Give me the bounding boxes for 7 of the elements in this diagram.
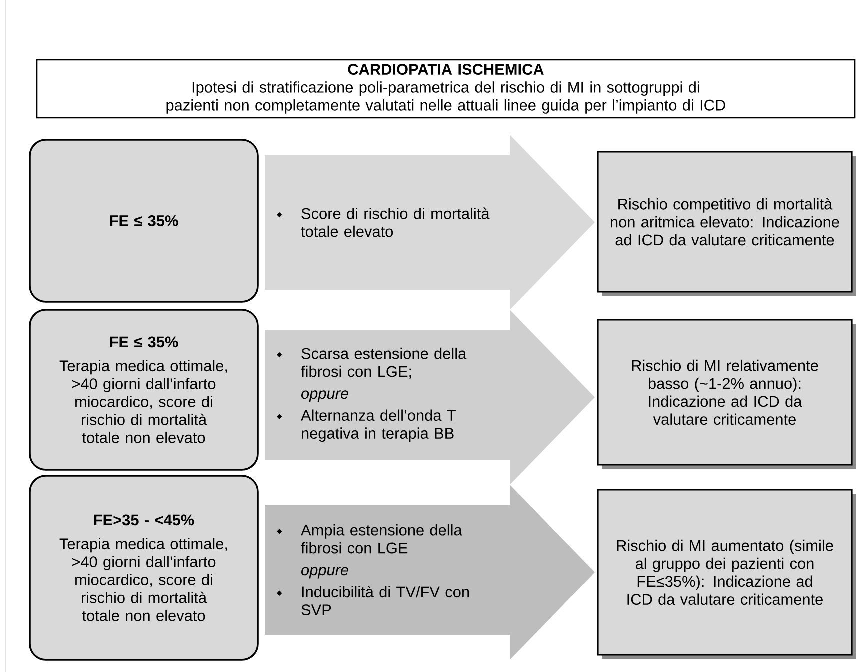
title-box: CARDIOPATIA ISCHEMICA Ipotesi di stratificazione poli-parametrica del rischio di MI in sottogruppi di pazienti non completamente valutati nelle attuali linee guida per l’impianto di ICD (36, 59, 856, 119)
rounded-box: FE>35 - <45% Terapia medica ottimale, >40 giorni dall’infarto miocardico, score di rischio di mortalità totale non elevato (29, 475, 259, 661)
rounded-box: FE ≤ 35% Terapia medica ottimale, >40 giorni dall’infarto miocardico, score di rischio di mortalità totale non elevato (29, 309, 259, 471)
result-box: Rischio di MI aumentato (simile al gruppo dei pazienti con FE≤35%): Indicazione ad ICD da valutare criticamente (597, 489, 856, 659)
result-box: Rischio competitivo di mortalità non aritmica elevato: Indicazione ad ICD da valutare criticamente (597, 151, 856, 296)
result-box: Rischio di MI relativamente basso (~1-2% annuo): Indicazione ad ICD da valutare criticamente (597, 319, 856, 469)
rounded-box: FE ≤ 35% (29, 139, 259, 303)
